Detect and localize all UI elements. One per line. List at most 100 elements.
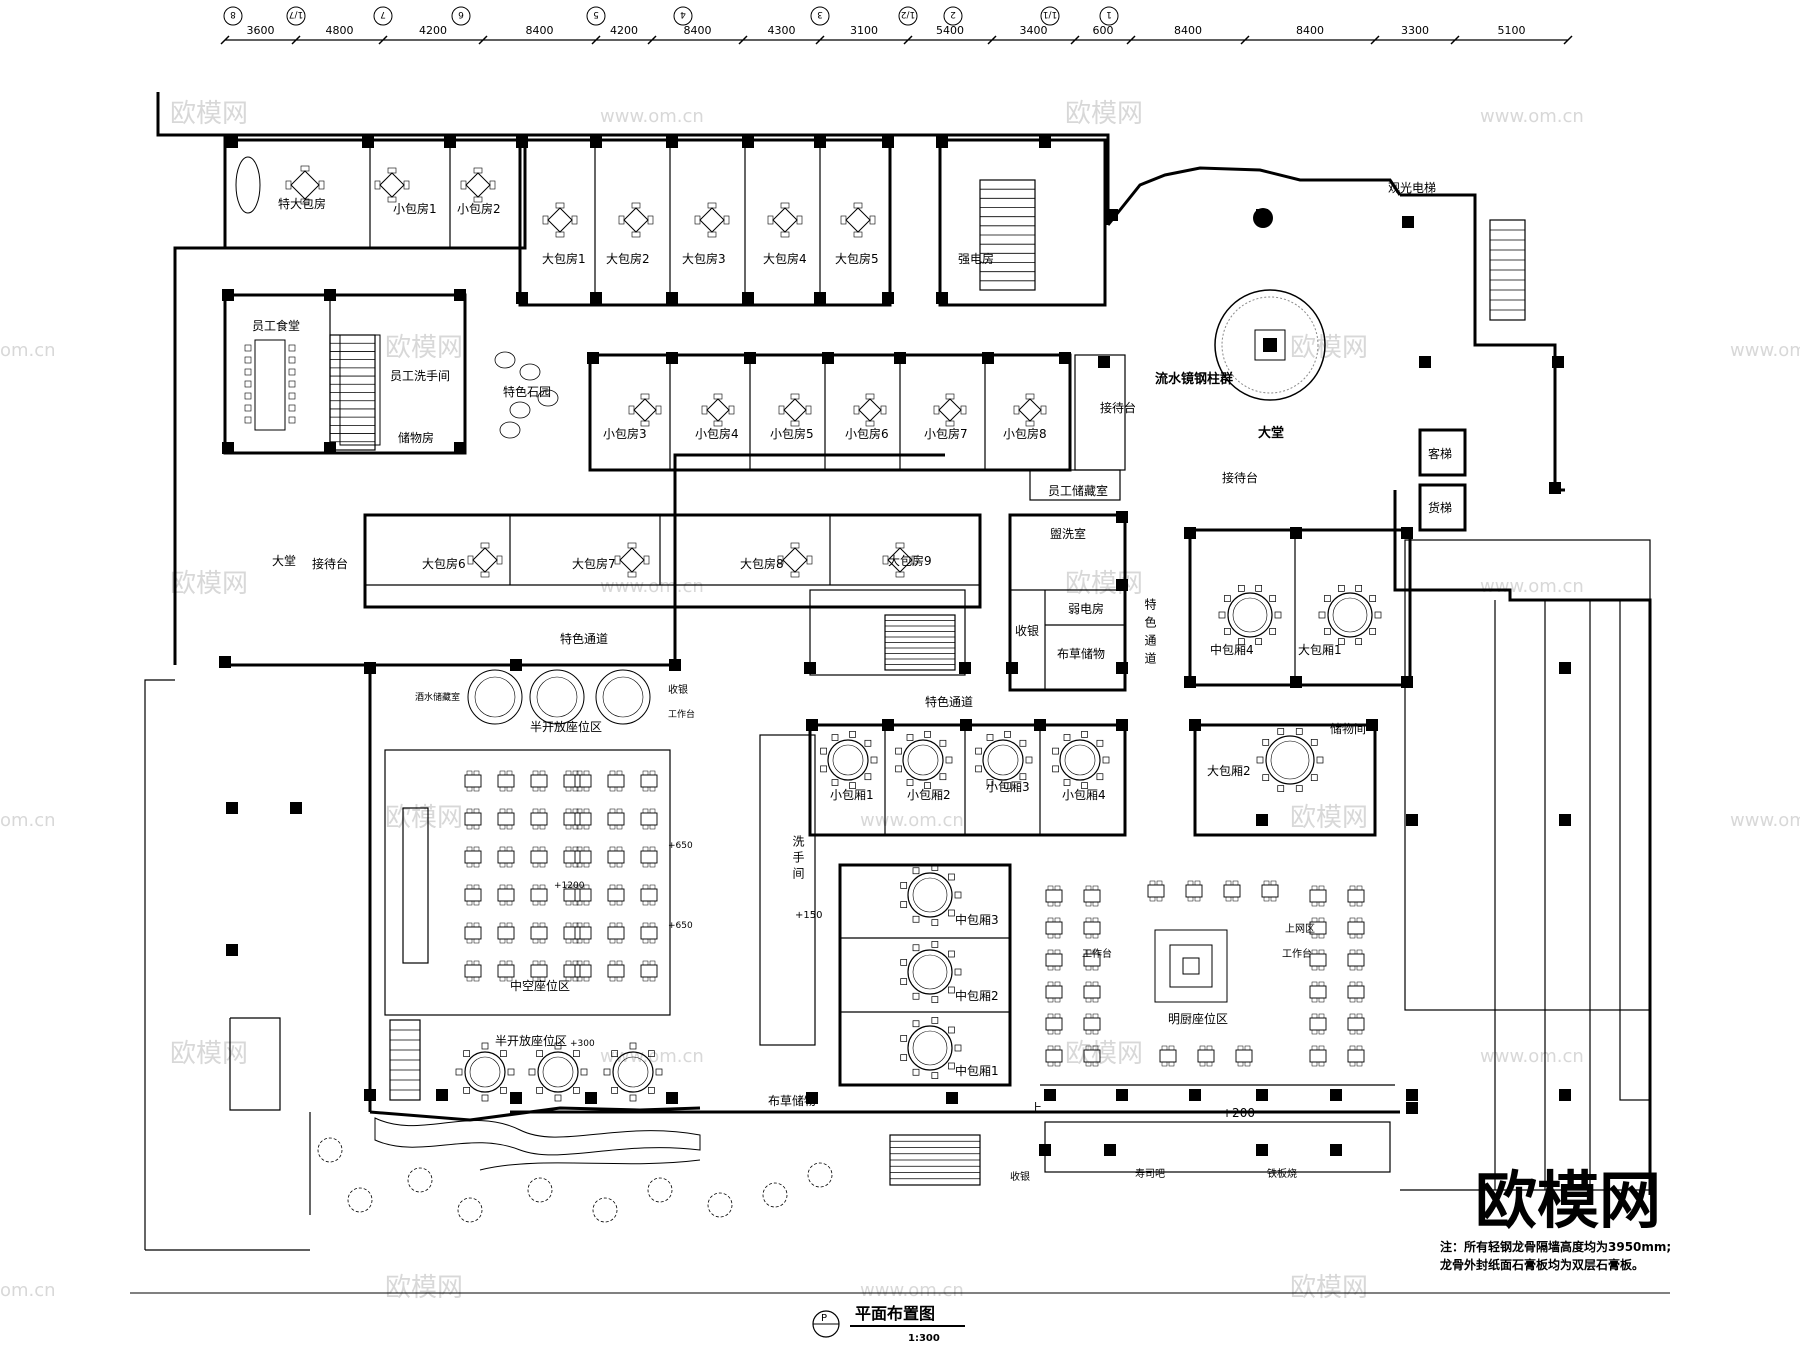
square-table: [1018, 398, 1042, 422]
dining-table: [1223, 884, 1241, 898]
room-label: 流水镜钢柱群: [1155, 371, 1233, 387]
axis-label: 1/2: [901, 9, 915, 19]
column: [226, 136, 238, 148]
room-label: 大堂: [272, 554, 296, 568]
axis-dimension: 3400: [1020, 24, 1048, 37]
column: [364, 662, 376, 674]
column: [1006, 662, 1018, 674]
dining-table: [1159, 1049, 1177, 1063]
axis-label: 6: [458, 9, 464, 19]
square-table: [290, 170, 320, 200]
axis-label: 1/1: [1043, 9, 1057, 19]
dining-table: [563, 888, 581, 902]
square-table: [783, 398, 807, 422]
column: [585, 1092, 597, 1104]
round-table: [1265, 735, 1315, 785]
dining-table: [1347, 985, 1365, 999]
watermark-url: www.om.cn: [1480, 576, 1584, 597]
level-mark: +650: [668, 921, 693, 931]
drawing-title: 平面布置图: [855, 1304, 935, 1323]
watermark-cn: 欧模网: [1065, 569, 1143, 599]
axis-dimension: 3300: [1401, 24, 1429, 37]
square-table: [619, 547, 645, 573]
room-label: 员工食堂: [252, 318, 300, 333]
axis-bubble: [1099, 6, 1119, 26]
room-label: 特色通道: [560, 631, 608, 646]
room-label: 小包厢2: [907, 788, 951, 802]
level-mark: +150: [795, 910, 822, 921]
dining-table: [497, 926, 515, 940]
axis-dimension: 3600: [247, 24, 275, 37]
axis-dimension: 4800: [326, 24, 354, 37]
vertical-corridor-label: 特色通道: [1143, 597, 1157, 670]
axis-bubble: [1040, 6, 1060, 26]
dining-table: [530, 812, 548, 826]
column: [1419, 356, 1431, 368]
column: [1330, 1144, 1342, 1156]
round-table: [1227, 592, 1273, 638]
watermark-cn: 欧模网: [1290, 803, 1368, 833]
axis-dimension: 8400: [684, 24, 712, 37]
column: [1549, 482, 1561, 494]
dining-table: [1083, 985, 1101, 999]
stair-up-mark: 上: [1030, 1101, 1042, 1115]
dining-table: [1309, 1049, 1327, 1063]
column: [936, 292, 948, 304]
dining-table: [497, 850, 515, 864]
column: [510, 659, 522, 671]
watermark-cn: 欧模网: [1290, 333, 1368, 363]
room-label: 客梯: [1428, 446, 1452, 461]
round-table: [1327, 592, 1373, 638]
room-label: 小包房5: [770, 426, 814, 441]
room-label: 特色通道: [925, 694, 973, 709]
column: [1552, 356, 1564, 368]
room-label: 工作台: [1282, 947, 1312, 960]
room-label: 小包房4: [695, 426, 739, 441]
room-label: 货梯: [1428, 500, 1452, 515]
axis-bubble: [943, 6, 963, 26]
big-logo: 欧模网: [1475, 1164, 1661, 1237]
watermark-url: www.om.cn: [1730, 810, 1800, 831]
column: [1256, 814, 1268, 826]
column: [1559, 814, 1571, 826]
room-label: 小包厢3: [986, 780, 1030, 794]
room-label: 大包厢1: [1298, 643, 1342, 657]
column: [1406, 1089, 1418, 1101]
square-table: [547, 207, 573, 233]
column: [666, 136, 678, 148]
dining-table: [607, 774, 625, 788]
dining-table: [640, 812, 658, 826]
round-table: [612, 1051, 654, 1093]
column: [1406, 814, 1418, 826]
column: [219, 656, 231, 668]
logo-text: 欧模网: [1475, 1164, 1661, 1237]
dining-table: [574, 964, 592, 978]
axis-label: 8: [230, 9, 236, 19]
watermark-url: www.om.cn: [1480, 1046, 1584, 1067]
square-table: [772, 207, 798, 233]
drawing-scale: 1:300: [908, 1333, 940, 1344]
vertical-room-label: 洗手间: [791, 835, 805, 883]
watermark-cn: 欧模网: [170, 569, 248, 599]
axis-bubble: [898, 6, 918, 26]
dining-table: [1347, 953, 1365, 967]
room-label: 小包房2: [457, 201, 501, 216]
room-label: 寿司吧: [1135, 1167, 1165, 1180]
axis-bubble: [586, 6, 606, 26]
column: [936, 136, 948, 148]
dining-table: [1185, 884, 1203, 898]
round-table: [907, 1025, 953, 1071]
dining-table: [1045, 985, 1063, 999]
dining-table: [563, 812, 581, 826]
column: [362, 136, 374, 148]
dining-table: [563, 850, 581, 864]
dining-table: [1309, 1017, 1327, 1031]
dining-table: [1083, 953, 1101, 967]
axis-dimension: 3100: [850, 24, 878, 37]
watermark-cn: 欧模网: [385, 333, 463, 363]
level-mark: +200: [1222, 1106, 1255, 1120]
watermark-cn: 欧模网: [385, 1273, 463, 1303]
dining-table: [607, 964, 625, 978]
axis-bubble: [673, 6, 693, 26]
